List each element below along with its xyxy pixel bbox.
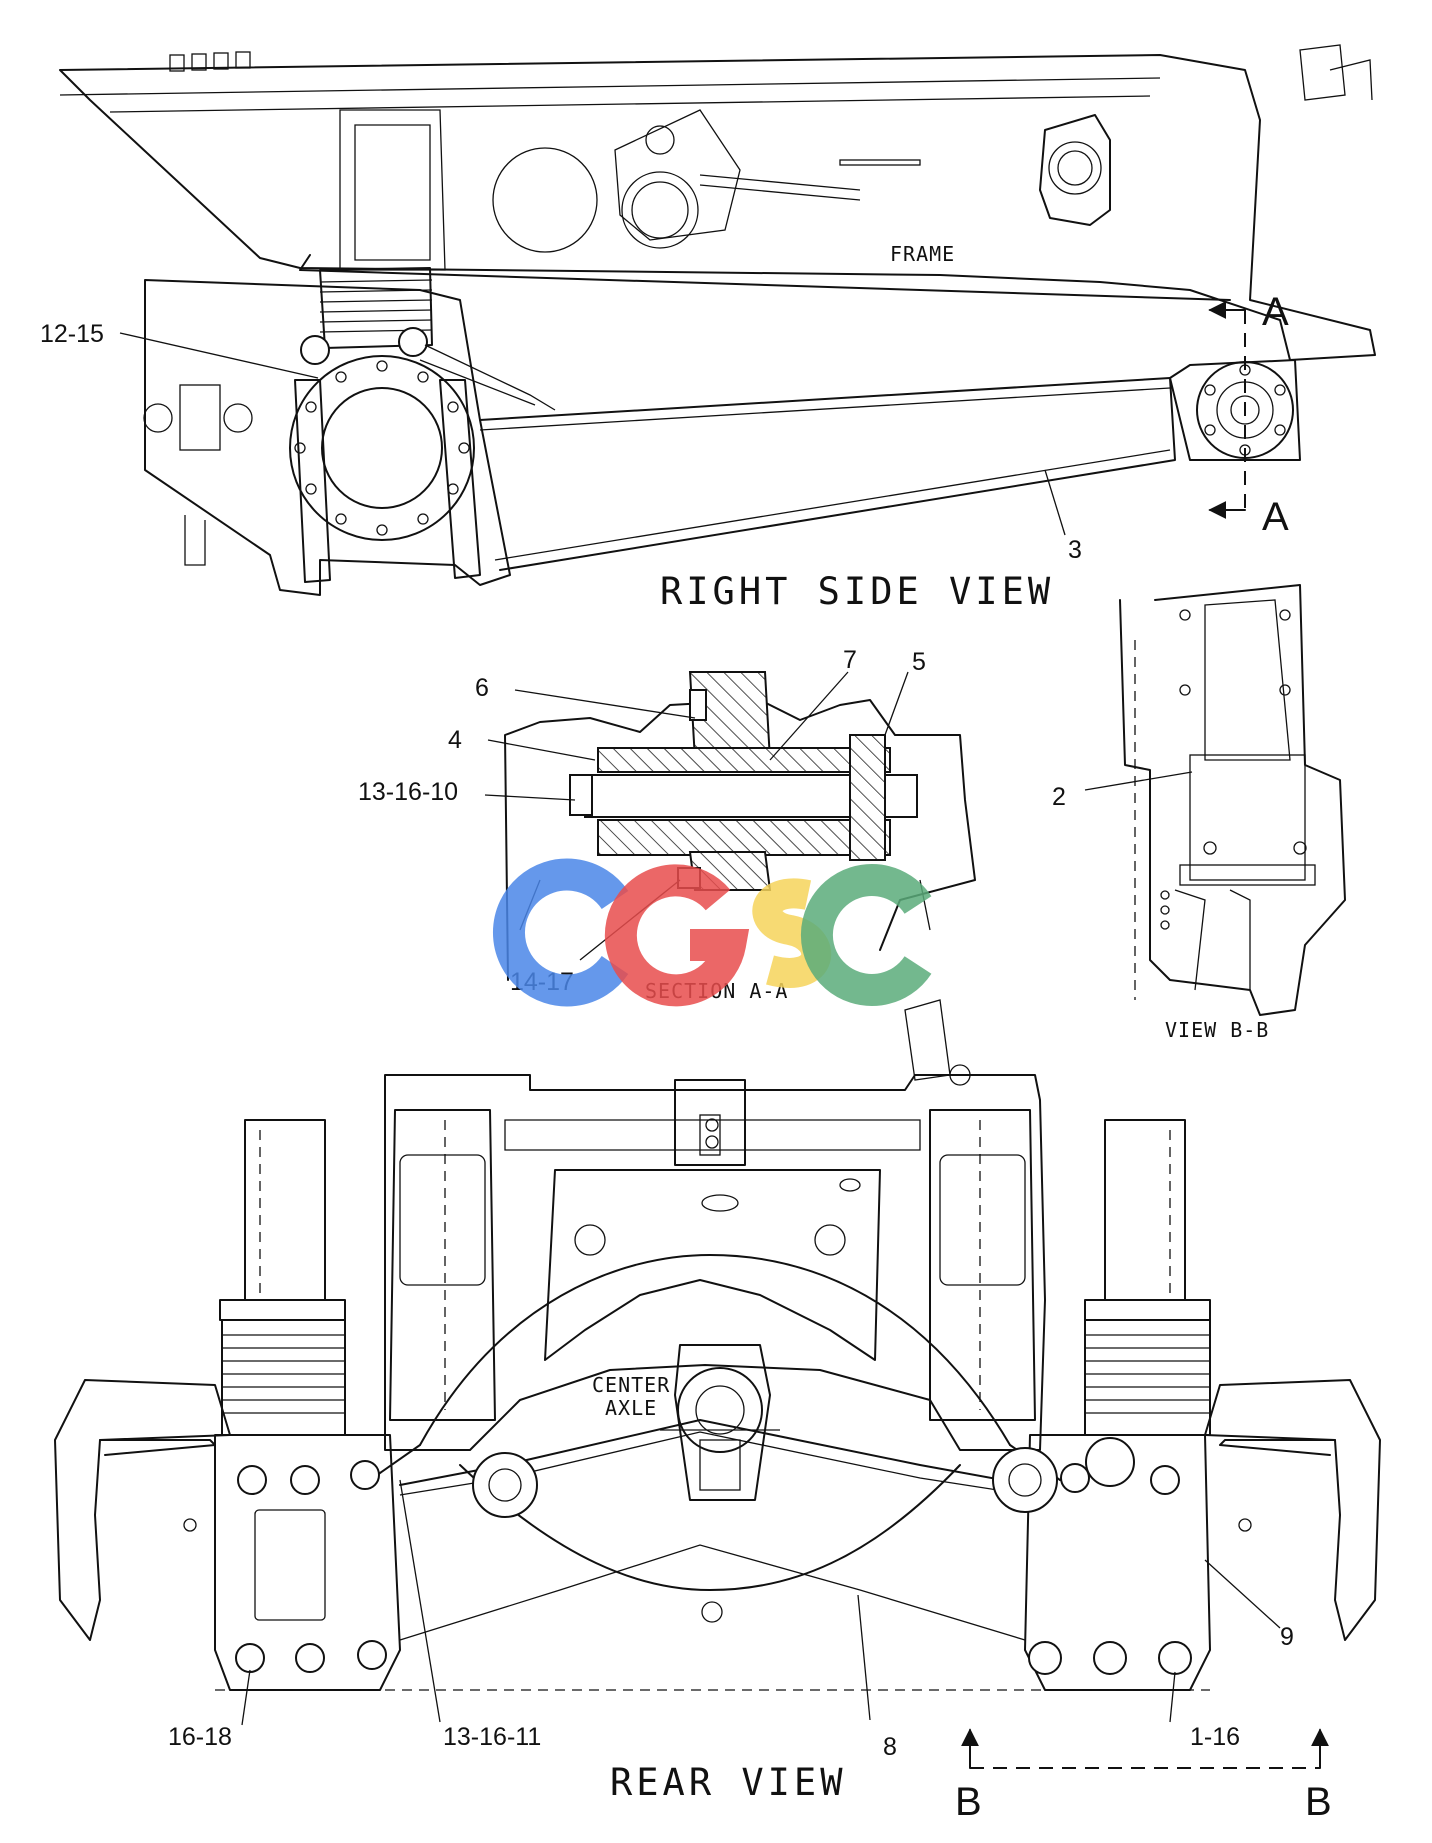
callout-13-16-11: 13-16-11 <box>443 1723 541 1751</box>
trailing-arm <box>479 377 1176 571</box>
right-side-view <box>59 44 1376 596</box>
rear-right-housing <box>1024 1434 1252 1691</box>
section-marker-a-bottom: A <box>1262 495 1289 539</box>
callout-9: 9 <box>1280 1623 1294 1651</box>
frame-label: FRAME <box>890 242 955 266</box>
rear-left-air-spring <box>219 1119 346 1436</box>
section-marker-b-right: B <box>1305 1780 1332 1824</box>
callout-1-16: 1-16 <box>1190 1723 1240 1751</box>
callout-4: 4 <box>448 726 462 754</box>
rear-right-air-spring <box>1084 1119 1211 1436</box>
callout-8: 8 <box>883 1733 897 1761</box>
view-bb-title: VIEW B-B <box>1165 1018 1269 1042</box>
callout-2: 2 <box>1052 783 1066 811</box>
view-bb <box>1084 584 1346 1016</box>
callout-3: 3 <box>1068 536 1082 564</box>
watermark-logo <box>493 858 932 1007</box>
callout-7: 7 <box>843 646 857 674</box>
center-axle-label-line2: AXLE <box>605 1396 657 1420</box>
rear-view-title: REAR VIEW <box>610 1761 846 1804</box>
callout-16-18: 16-18 <box>168 1723 232 1751</box>
section-marker-b-left: B <box>955 1780 982 1824</box>
callout-5: 5 <box>912 648 926 676</box>
center-axle-label-line1: CENTER <box>592 1373 670 1397</box>
callout-13-16-10: 13-16-10 <box>358 778 458 806</box>
section-line-bb <box>961 1728 1329 1769</box>
section-marker-a-top: A <box>1262 290 1289 334</box>
center-axle-housing <box>660 1344 780 1501</box>
rear-view <box>54 999 1381 1769</box>
callout-6: 6 <box>475 674 489 702</box>
callout-12-15: 12-15 <box>40 320 104 348</box>
rear-left-housing <box>183 1434 401 1691</box>
right-side-view-title: RIGHT SIDE VIEW <box>660 570 1054 613</box>
